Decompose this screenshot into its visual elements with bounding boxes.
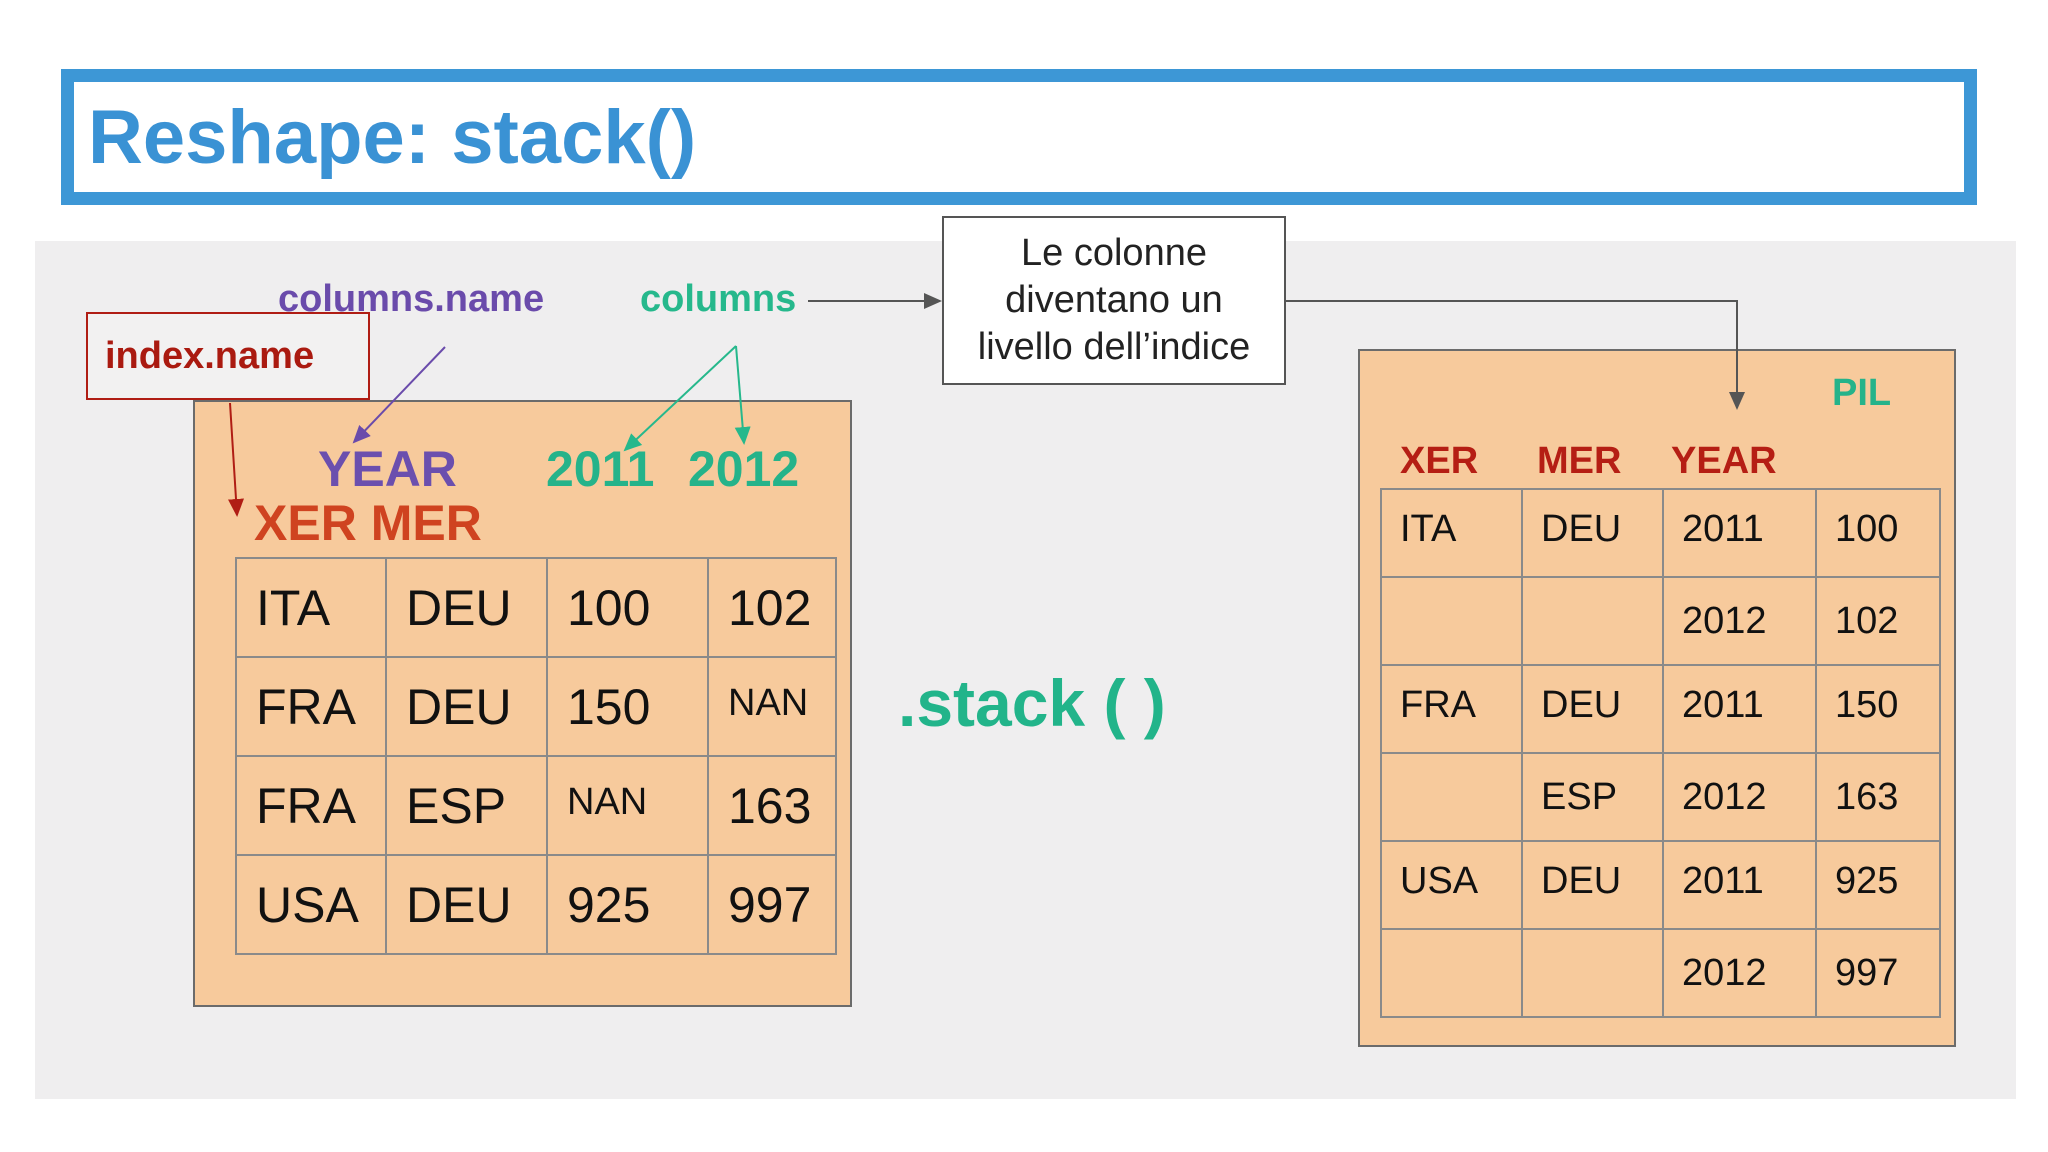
table-cell: DEU (1521, 488, 1664, 578)
stacked-series-table: ITA DEU 2011 100 2012 102 FRA DEU 2011 1… (1380, 488, 1941, 1018)
table-cell: 2012 (1662, 576, 1817, 666)
table-cell: DEU (1521, 840, 1664, 930)
table-cell (1521, 576, 1664, 666)
table-cell (1380, 576, 1523, 666)
table-cell: 925 (1815, 840, 1941, 930)
table-cell: DEU (385, 854, 548, 955)
left-index-names: XER MER (254, 495, 482, 551)
table-row: ITA DEU 100 102 (235, 557, 837, 658)
table-row: USA DEU 925 997 (235, 854, 837, 955)
right-value-name: PIL (1832, 372, 1892, 414)
table-cell: 2012 (1662, 752, 1817, 842)
table-cell (1380, 752, 1523, 842)
right-index-header-year: YEAR (1671, 440, 1777, 482)
index-name-box (86, 312, 370, 400)
table-row: ITA DEU 2011 100 (1380, 488, 1941, 578)
slide-title: Reshape: stack() (88, 95, 697, 180)
table-cell: 2012 (1662, 928, 1817, 1018)
table-row: 2012 102 (1380, 576, 1941, 666)
table-row: 2012 997 (1380, 928, 1941, 1018)
title-frame (61, 69, 1977, 205)
table-cell: ESP (385, 755, 548, 856)
table-cell: 163 (707, 755, 837, 856)
table-cell (1380, 928, 1523, 1018)
columns-label: columns (640, 278, 797, 320)
explanation-note: Le colonne diventano un livello dell’ind… (942, 216, 1286, 385)
table-cell: NAN (707, 656, 837, 757)
table-cell: 100 (1815, 488, 1941, 578)
table-row: USA DEU 2011 925 (1380, 840, 1941, 930)
table-cell: ITA (1380, 488, 1523, 578)
index-name-label: index.name (105, 335, 315, 377)
table-cell: 2011 (1662, 840, 1817, 930)
wide-dataframe-table: ITA DEU 100 102 FRA DEU 150 NAN FRA ESP … (235, 557, 837, 955)
table-cell: 163 (1815, 752, 1941, 842)
right-index-header-xer: XER (1400, 440, 1479, 482)
table-cell: 102 (707, 557, 837, 658)
table-row: FRA ESP NAN 163 (235, 755, 837, 856)
table-cell: 2011 (1662, 664, 1817, 754)
table-row: FRA DEU 150 NAN (235, 656, 837, 757)
left-column-header-2011: 2011 (546, 441, 655, 497)
table-cell: 150 (1815, 664, 1941, 754)
table-cell: ESP (1521, 752, 1664, 842)
table-cell: 2011 (1662, 488, 1817, 578)
left-columns-name: YEAR (318, 441, 457, 497)
table-cell: 102 (1815, 576, 1941, 666)
table-cell: FRA (1380, 664, 1523, 754)
table-cell: 997 (1815, 928, 1941, 1018)
table-cell: ITA (235, 557, 387, 658)
table-cell (1521, 928, 1664, 1018)
table-cell: DEU (385, 557, 548, 658)
right-index-header-mer: MER (1537, 440, 1622, 482)
table-cell: USA (235, 854, 387, 955)
table-cell: 150 (546, 656, 709, 757)
table-cell: FRA (235, 755, 387, 856)
table-row: ESP 2012 163 (1380, 752, 1941, 842)
stack-operation-label: .stack ( ) (898, 666, 1166, 740)
table-cell: FRA (235, 656, 387, 757)
table-cell: USA (1380, 840, 1523, 930)
table-cell: 925 (546, 854, 709, 955)
table-cell: 100 (546, 557, 709, 658)
table-cell: DEU (385, 656, 548, 757)
columns-name-label: columns.name (278, 278, 545, 320)
table-row: FRA DEU 2011 150 (1380, 664, 1941, 754)
left-column-header-2012: 2012 (688, 441, 800, 497)
table-cell: NAN (546, 755, 709, 856)
table-cell: 997 (707, 854, 837, 955)
explanation-note-text: Le colonne diventano un livello dell’ind… (977, 232, 1251, 368)
table-cell: DEU (1521, 664, 1664, 754)
